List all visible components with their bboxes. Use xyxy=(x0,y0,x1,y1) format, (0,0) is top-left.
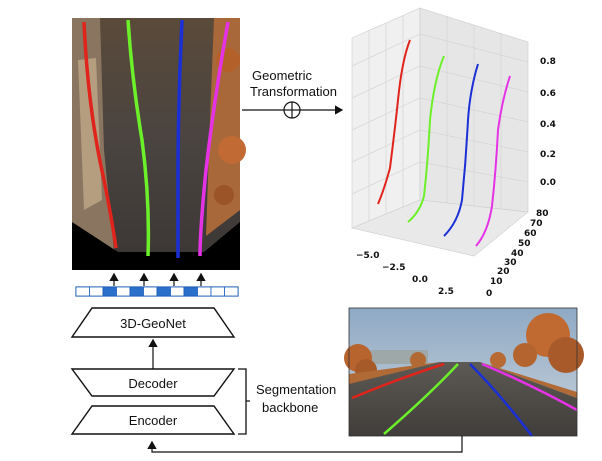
y-tick-5: 30 xyxy=(504,258,517,268)
z-tick-2: 0.4 xyxy=(540,120,556,130)
top-view-lane-red xyxy=(82,21,118,249)
backbone-brace xyxy=(238,368,250,435)
feature-to-image-arrows xyxy=(109,272,206,286)
feature-cell xyxy=(89,286,104,297)
x-tick-1: −2.5 xyxy=(382,263,405,273)
x-tick-0: −5.0 xyxy=(356,251,379,261)
top-view-lane-blue xyxy=(176,19,184,258)
y-tick-4: 40 xyxy=(511,249,524,259)
transform-label-line1: Geometric xyxy=(252,68,312,83)
z-tick-4: 0.0 xyxy=(540,178,556,188)
feature-cell xyxy=(116,286,131,297)
camera-lane-green xyxy=(383,363,459,435)
plot-lane-blue xyxy=(443,63,479,237)
geonet-block: 3D-GeoNet xyxy=(70,307,236,338)
feature-map-strip xyxy=(75,286,239,297)
feature-cell xyxy=(143,286,158,297)
oplus-icon xyxy=(283,101,301,119)
decoder-block: Decoder xyxy=(70,368,236,397)
backbone-label-line2: backbone xyxy=(262,400,318,415)
z-tick-0: 0.8 xyxy=(540,57,556,67)
y-tick-8: 0 xyxy=(486,289,492,299)
transform-label-line2: Transformation xyxy=(250,84,337,99)
backbone-label-line1: Segmentation xyxy=(256,382,336,397)
plot-lane-magenta xyxy=(475,75,511,247)
feature-cell xyxy=(129,286,144,297)
camera-lane-magenta xyxy=(481,362,578,412)
z-tick-1: 0.6 xyxy=(540,89,556,99)
y-tick-6: 20 xyxy=(497,267,510,277)
feature-cell xyxy=(210,286,225,297)
feature-cell xyxy=(75,286,90,297)
y-tick-0: 80 xyxy=(536,209,549,219)
z-tick-3: 0.2 xyxy=(540,150,556,160)
feature-cell xyxy=(156,286,171,297)
encoder-block: Encoder xyxy=(70,405,236,435)
camera-image xyxy=(344,307,584,437)
feature-cell xyxy=(102,286,117,297)
y-tick-2: 60 xyxy=(524,229,537,239)
plot-lane-green xyxy=(407,55,445,223)
feature-cell xyxy=(183,286,198,297)
feature-cell xyxy=(224,286,239,297)
top-view-lane-magenta xyxy=(198,21,230,257)
feature-cell xyxy=(170,286,185,297)
geonet-label: 3D-GeoNet xyxy=(120,316,186,331)
decoder-label: Decoder xyxy=(128,376,178,391)
top-view-image xyxy=(72,18,246,270)
y-tick-3: 50 xyxy=(518,239,531,249)
y-tick-7: 10 xyxy=(490,277,503,287)
image-to-encoder-arrow xyxy=(147,436,463,453)
x-tick-2: 0.0 xyxy=(412,275,428,285)
plot-lane-red xyxy=(377,39,411,205)
top-view-lane-green xyxy=(126,19,151,257)
camera-lane-blue xyxy=(469,363,533,437)
encoder-label: Encoder xyxy=(129,413,178,428)
camera-lane-red xyxy=(351,362,445,400)
y-tick-1: 70 xyxy=(530,219,543,229)
feature-cell xyxy=(197,286,212,297)
x-tick-3: 2.5 xyxy=(438,287,454,297)
plot3d: 0.8 0.6 0.4 0.2 0.0 80 70 60 50 40 30 20… xyxy=(351,7,556,299)
